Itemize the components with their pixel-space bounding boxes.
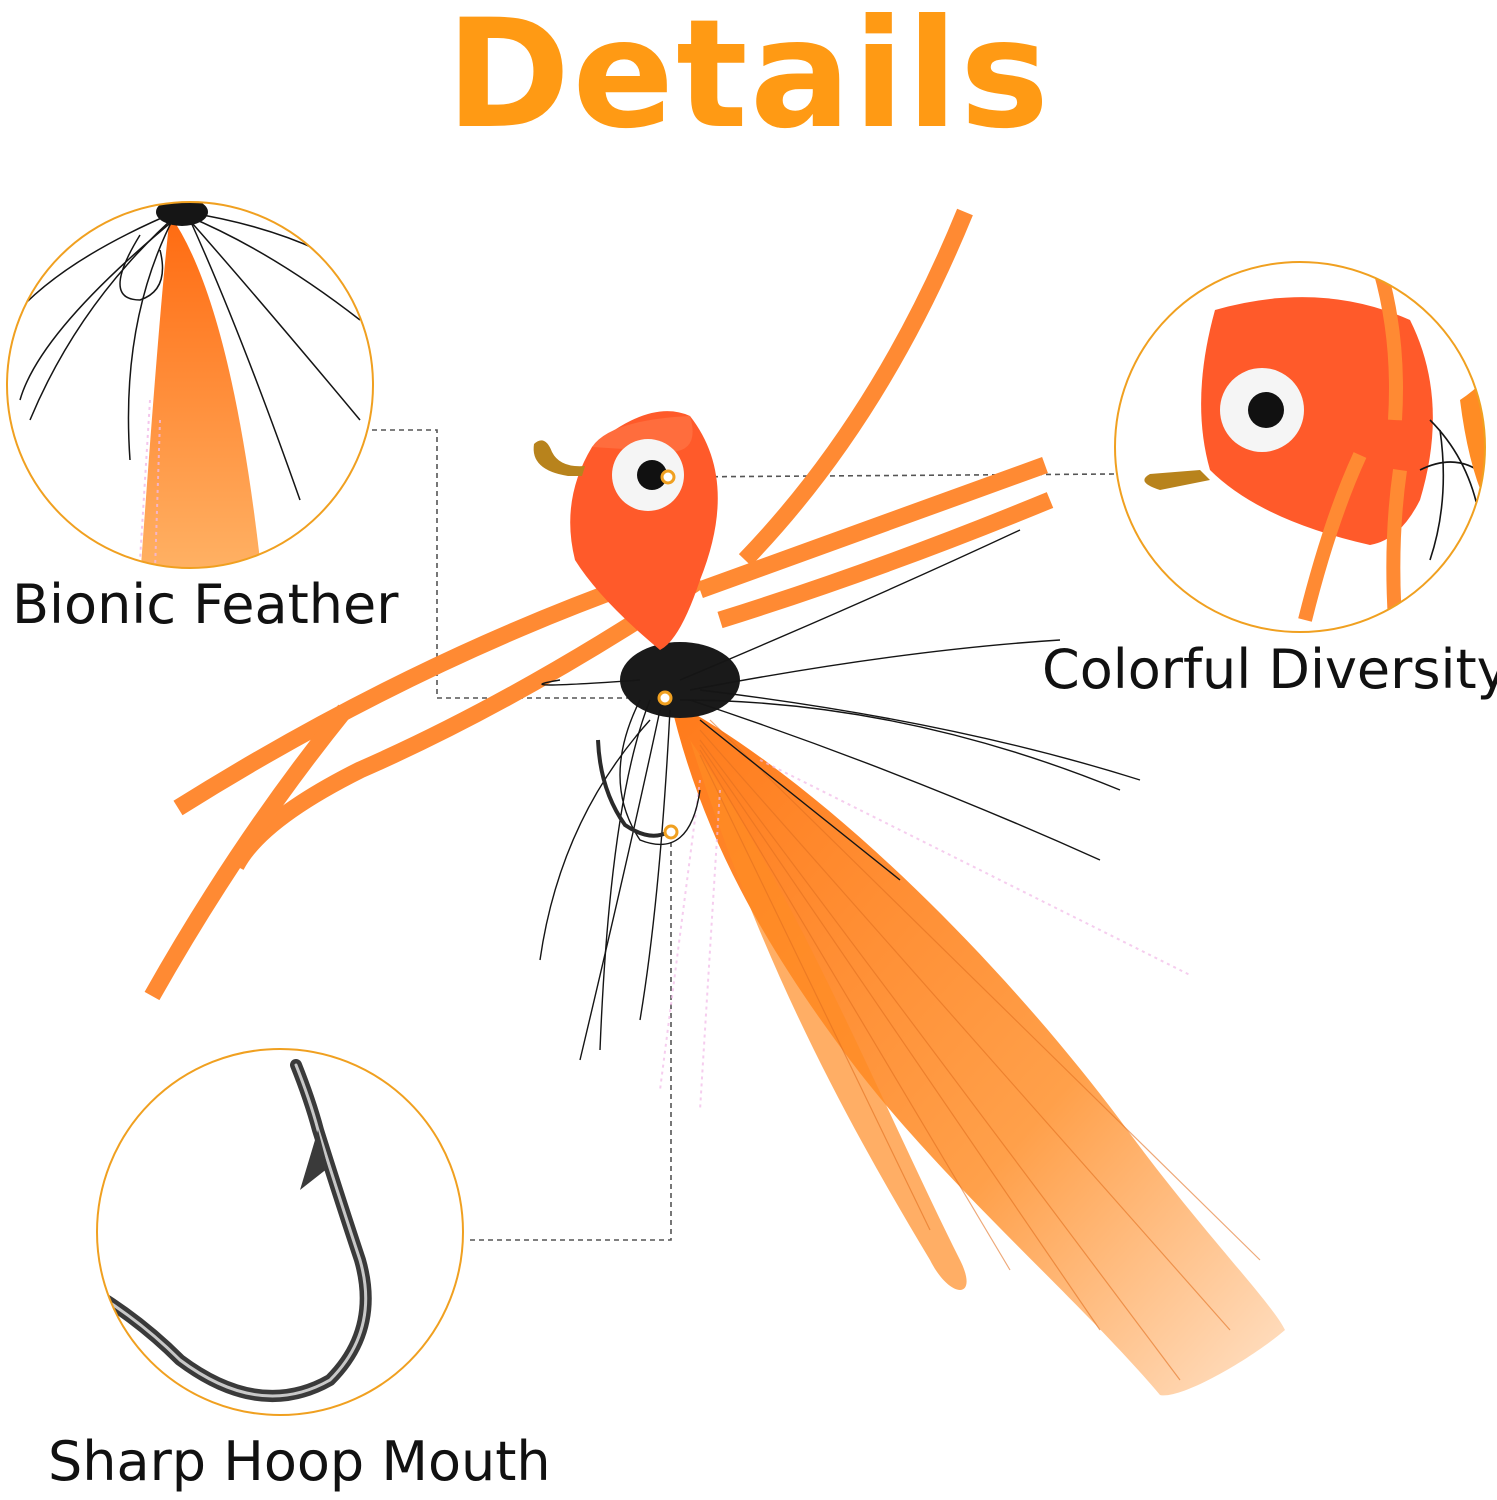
hook-eye	[533, 440, 585, 476]
hook-barb	[300, 1130, 328, 1190]
detail-circle-colorful-diversity	[1114, 261, 1486, 633]
page-title: Details	[445, 0, 1052, 162]
label-bionic-feather: Bionic Feather	[12, 573, 399, 636]
detail-circle-bionic-feather	[6, 201, 374, 569]
popper-head	[533, 411, 718, 650]
callout-dots	[657, 469, 679, 840]
label-sharp-hoop-mouth: Sharp Hoop Mouth	[48, 1430, 551, 1493]
feather-tail	[659, 700, 1285, 1396]
connector-bionic-feather	[372, 429, 665, 699]
popper-fly-lure	[144, 208, 1285, 1396]
black-hackle	[539, 529, 1141, 1061]
label-colorful-diversity: Colorful Diversity	[1042, 638, 1497, 701]
connector-colorful-diversity	[667, 473, 1116, 478]
detail-circle-sharp-hoop-mouth	[96, 1048, 464, 1416]
connector-sharp-hoop-mouth	[470, 832, 672, 1241]
hook-icon	[596, 739, 669, 838]
